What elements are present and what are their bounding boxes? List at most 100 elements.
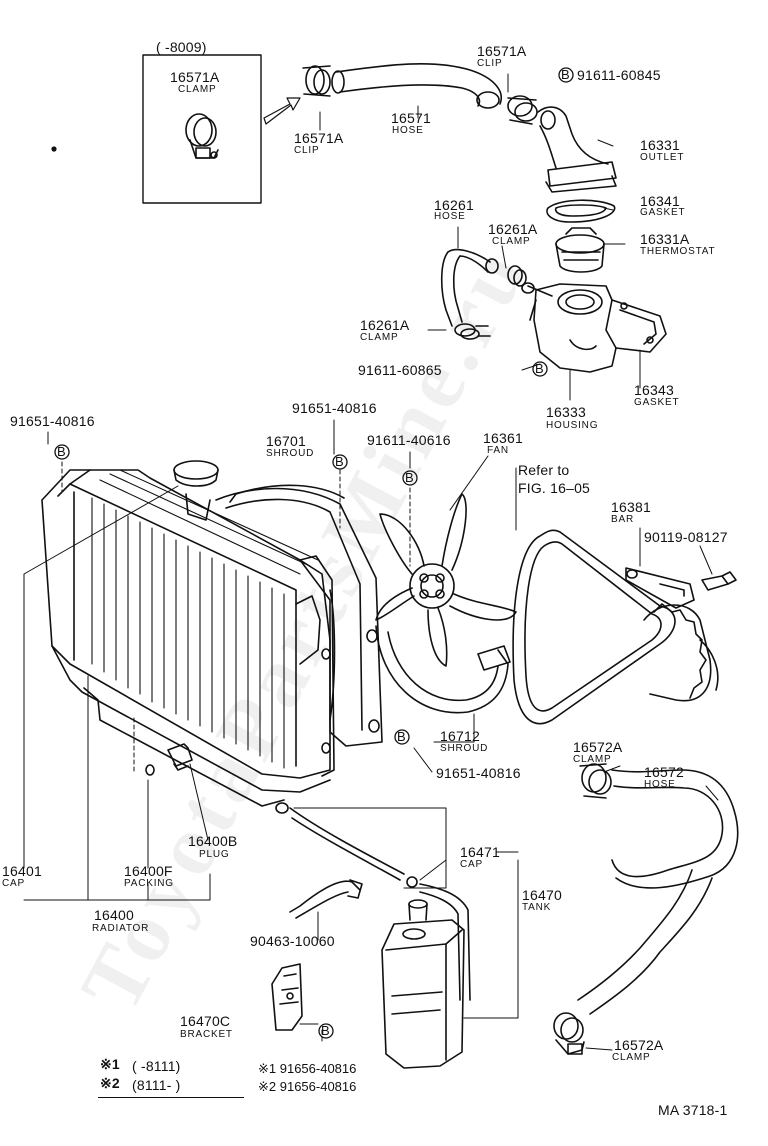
label-16572-hose: 16572 — [644, 764, 684, 780]
label-housing-name: HOUSING — [546, 420, 599, 431]
label-16470-tank: 16470 — [522, 887, 562, 903]
label-clamp-lower-name: CLAMP — [360, 332, 399, 343]
tank-clip-drawing — [289, 879, 363, 919]
label-16470C-bracket: 16470C — [180, 1013, 231, 1029]
label-16341-gasket: 16341 — [640, 193, 680, 209]
label-16471-cap: 16471 — [460, 844, 500, 860]
label-hose-name: HOSE — [392, 125, 424, 136]
drive-belt-drawing — [512, 529, 676, 725]
b-marker-circles — [54, 67, 574, 1039]
inset-part-name: CLAMP — [178, 84, 217, 95]
label-gasket-name: GASKET — [640, 207, 686, 218]
alternator-pulley-drawing — [643, 603, 719, 702]
thermostat-housing-drawing — [521, 282, 667, 373]
label-clip-90463-10060: 90463-10060 — [250, 933, 335, 949]
fan-drawing — [375, 493, 517, 667]
b-marker: B — [397, 729, 406, 744]
fan-shroud-drawing — [215, 484, 383, 747]
reservoir-tank-drawing — [381, 899, 465, 1069]
label-radiator-cap-name: CAP — [2, 878, 25, 889]
label-16571-hose: 16571 — [391, 110, 431, 126]
b-marker: B — [535, 361, 544, 376]
label-bolt-91651-40816-left: 91651-40816 — [10, 413, 95, 429]
label-bolt-91611-60845: 91611-60845 — [577, 67, 661, 83]
label-packing-name: PACKING — [124, 878, 174, 889]
label-clamp-low2-name: CLAMP — [612, 1052, 651, 1063]
label-clip-right-name: CLIP — [477, 58, 503, 69]
water-outlet-drawing — [537, 106, 617, 193]
label-bolt-91611-60865: 91611-60865 — [358, 362, 442, 378]
bypass-hose-drawing — [440, 248, 527, 340]
label-clip-left-name: CLIP — [294, 145, 320, 156]
label-16572A-clamp-lower: 16572A — [614, 1037, 664, 1053]
footnote-1-mark: ※1 — [100, 1056, 120, 1072]
label-outlet-name: OUTLET — [640, 152, 685, 163]
upper-hose-drawing — [302, 63, 538, 125]
lower-hose-drawing — [553, 763, 739, 1055]
label-refer-to: Refer to — [518, 462, 570, 478]
label-16361-fan: 16361 — [483, 430, 523, 446]
label-16572A-clamp-upper: 16572A — [573, 739, 623, 755]
label-16331-outlet: 16331 — [640, 137, 680, 153]
b-marker: B — [405, 470, 414, 485]
dot-mark — [51, 146, 57, 152]
label-16712-shroud: 16712 — [440, 728, 480, 744]
inset-arrow — [263, 97, 301, 125]
label-bolt-91611-40616: 91611-40616 — [367, 432, 451, 448]
label-fan-name: FAN — [487, 445, 509, 456]
label-lower-hose-name: HOSE — [644, 779, 676, 790]
gasket-16341-drawing — [546, 199, 616, 223]
label-16571A-clip-right: 16571A — [477, 43, 527, 59]
label-16571A-clip-left: 16571A — [294, 130, 344, 146]
footnote-2-range: (8111- ) — [132, 1077, 181, 1093]
lower-shroud-drawing — [375, 625, 511, 714]
label-plug-name: PLUG — [199, 849, 230, 860]
label-thermostat-name: THERMOSTAT — [640, 246, 716, 257]
footnote-1-part: ※1 91656-40816 — [258, 1061, 357, 1076]
label-16401-cap: 16401 — [2, 863, 42, 879]
adjusting-bar-drawing — [625, 567, 737, 609]
thermostat-drawing — [555, 227, 605, 273]
label-tank-name: TANK — [522, 902, 552, 913]
tank-bracket-drawing — [271, 963, 303, 1031]
footnote-2-part: ※2 91656-40816 — [258, 1079, 357, 1094]
label-bracket-name: BRACKET — [180, 1029, 233, 1040]
footnote-2-mark: ※2 — [100, 1075, 120, 1091]
footnote-1-range: ( -8111) — [132, 1058, 181, 1074]
leader-lines — [23, 73, 719, 1051]
label-bolt-91651-40816-lower: 91651-40816 — [436, 765, 521, 781]
label-cap-name: CAP — [460, 859, 483, 870]
label-bolt-90119-08127: 90119-08127 — [644, 529, 728, 545]
label-16333-housing: 16333 — [546, 404, 586, 420]
inset-range: ( -8009) — [156, 39, 207, 55]
label-16261-hose: 16261 — [434, 197, 474, 213]
label-16261A-clamp-upper: 16261A — [488, 221, 538, 237]
label-bolt-91651-40816-shroud: 91651-40816 — [292, 400, 377, 416]
label-16381-bar: 16381 — [611, 499, 651, 515]
radiator-drawing — [41, 460, 335, 807]
label-16400B-plug: 16400B — [188, 833, 238, 849]
b-marker: B — [561, 67, 570, 82]
label-clamp-upper-name: CLAMP — [492, 236, 531, 247]
label-clamp-low1-name: CLAMP — [573, 754, 612, 765]
label-radiator-name: RADIATOR — [92, 923, 150, 934]
label-shroud-name: SHROUD — [266, 448, 315, 459]
label-16261A-clamp-lower: 16261A — [360, 317, 410, 333]
label-bypass-hose-name: HOSE — [434, 211, 466, 222]
label-bar-name: BAR — [611, 514, 634, 525]
label-16343-gasket: 16343 — [634, 382, 674, 398]
b-marker: B — [335, 454, 344, 469]
dashed-leader-lines — [61, 461, 411, 1043]
b-marker: B — [321, 1023, 330, 1038]
drain-plug-drawing — [145, 743, 193, 776]
label-shroud2-name: SHROUD — [440, 743, 489, 754]
inset-part-number: 16571A — [170, 69, 220, 85]
label-refer-figure: FIG. 16–05 — [518, 480, 591, 496]
label-16331A-thermostat: 16331A — [640, 231, 690, 247]
b-marker: B — [57, 444, 66, 459]
label-16400-radiator: 16400 — [94, 907, 134, 923]
overflow-tube-drawing — [275, 802, 471, 1001]
label-16701-shroud: 16701 — [266, 433, 306, 449]
